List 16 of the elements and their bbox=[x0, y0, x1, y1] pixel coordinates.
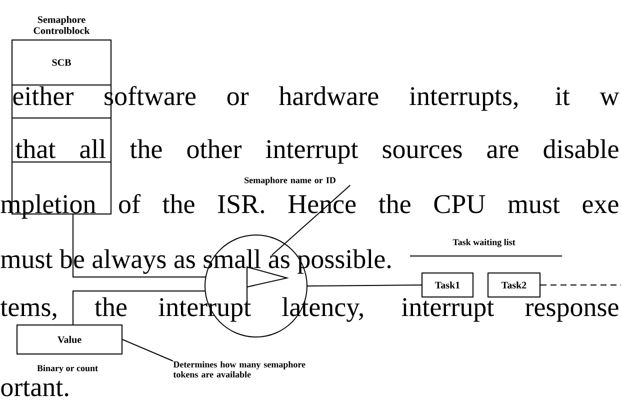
task-box: Task1 bbox=[422, 272, 474, 298]
connector-line bbox=[307, 284, 422, 286]
task-box: Task2 bbox=[488, 272, 540, 298]
connector-line bbox=[72, 290, 206, 325]
leader-line bbox=[122, 339, 174, 362]
value-box: Value bbox=[16, 324, 122, 354]
block-row bbox=[12, 118, 112, 162]
callout-text: Semaphore name or ID bbox=[244, 176, 336, 186]
body-text: that all the other interrupt sources are disable bbox=[15, 139, 618, 164]
block-row: SCB bbox=[12, 40, 112, 86]
caption-text: Binary or count bbox=[37, 364, 98, 374]
list-heading: Task waiting list bbox=[452, 238, 516, 248]
block-heading: Semaphore Controlblock bbox=[34, 16, 90, 34]
callout-text: Determines how many semaphore tokens are available bbox=[173, 361, 306, 378]
dashed-line bbox=[540, 284, 621, 286]
body-text: ortant. bbox=[1, 380, 68, 396]
